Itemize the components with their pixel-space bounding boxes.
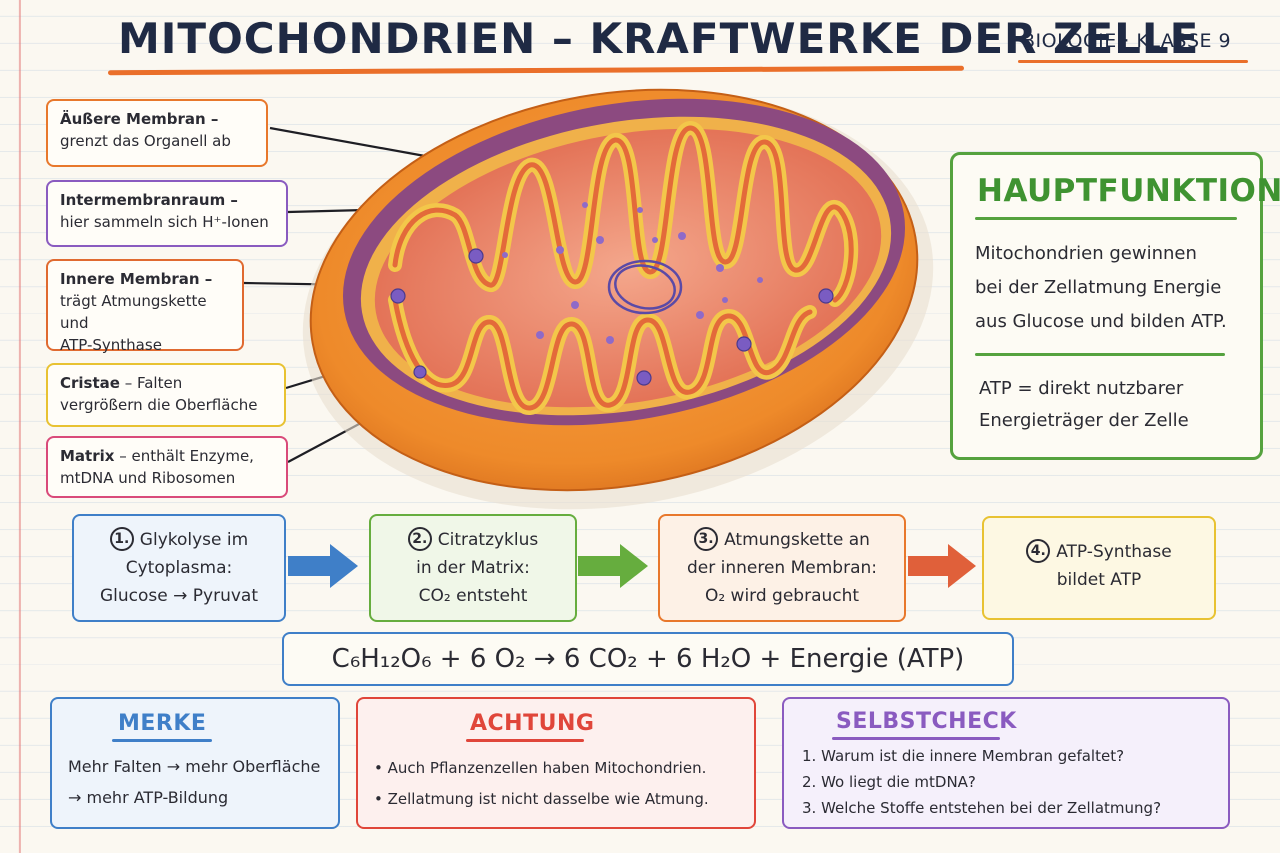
selbstcheck-title: Selbstcheck: [836, 709, 1017, 734]
step-number: 1.: [109, 527, 134, 551]
step-glycolysis: 1.Glykolyse im Cytoplasma: Glucose → Pyr…: [72, 514, 286, 622]
label-term-suffix: – Falten: [119, 374, 183, 392]
label-desc: grenzt das Organell ab: [60, 132, 231, 150]
label-term-suffix: – enthält Enzyme,: [114, 447, 254, 465]
list-item: 3. Welche Stoffe entstehen bei der Zella…: [802, 799, 1162, 817]
label-intermembrane-space: Intermembranraum – hier sammeln sich H⁺-…: [46, 180, 288, 247]
atp-synthase-particles: [390, 248, 834, 386]
step-arrow-3: [908, 544, 976, 588]
text-line: Energieträger der Zelle: [979, 410, 1189, 431]
ribosomes: [502, 202, 763, 344]
step-line: Glykolyse im: [139, 530, 249, 550]
label-desc: hier sammeln sich H⁺-Ionen: [60, 213, 269, 231]
label-term: Innere Membran –: [60, 270, 213, 288]
label-desc: mtDNA und Ribosomen: [60, 469, 236, 487]
step-line: Glucose → Pyruvat: [99, 586, 258, 606]
step-line: der inneren Membran:: [686, 558, 877, 578]
main-function-text: Mitochondrien gewinnen bei der Zellatmun…: [975, 237, 1250, 339]
achtung-box: Achtung • Auch Pflanzenzellen haben Mito…: [356, 697, 756, 829]
list-item: 1. Warum ist die innere Membran gefaltet…: [802, 747, 1125, 765]
text-line: → mehr ATP-Bildung: [68, 788, 229, 807]
step-line: in der Matrix:: [416, 558, 530, 578]
merke-title: Merke: [118, 711, 207, 736]
selbstcheck-list: 1. Warum ist die innere Membran gefaltet…: [802, 743, 1227, 821]
text-line: Mitochondrien gewinnen: [975, 243, 1197, 264]
achtung-title: Achtung: [470, 711, 595, 736]
list-item: • Zellatmung ist nicht dasselbe wie Atmu…: [374, 790, 709, 808]
step-arrow-2: [578, 544, 648, 588]
title-underline: [112, 739, 212, 742]
divider: [975, 353, 1225, 356]
selbstcheck-box: Selbstcheck 1. Warum ist die innere Memb…: [782, 697, 1230, 829]
cellular-respiration-equation: C₆H₁₂O₆ + 6 O₂ → 6 CO₂ + 6 H₂O + Energie…: [282, 632, 1014, 686]
label-term: Intermembranraum –: [60, 191, 238, 209]
atp-note: ATP = direkt nutzbarer Energieträger der…: [979, 373, 1254, 437]
label-term: Matrix: [60, 447, 115, 465]
subject-label: Biologie · Klasse 9: [1022, 30, 1232, 52]
subject-underline: [1018, 60, 1248, 63]
title-underline: [466, 739, 584, 742]
text-line: ATP = direkt nutzbarer: [979, 378, 1184, 399]
step-line: bildet ATP: [1056, 570, 1142, 590]
label-cristae: Cristae – Falten vergrößern die Oberfläc…: [46, 363, 286, 427]
step-line: Atmungskette an: [724, 530, 870, 550]
achtung-list: • Auch Pflanzenzellen haben Mitochondrie…: [374, 753, 754, 815]
text-line: bei der Zellatmung Energie: [975, 277, 1222, 298]
step-number: 3.: [694, 527, 719, 551]
label-matrix: Matrix – enthält Enzyme, mtDNA und Ribos…: [46, 436, 288, 498]
merke-box: Merke Mehr Falten → mehr Oberfläche → me…: [50, 697, 340, 829]
step-number: 4.: [1026, 539, 1051, 563]
cristae: [388, 121, 859, 415]
step-atp-synthase: 4.ATP-Synthase bildet ATP: [982, 516, 1216, 620]
step-line: Cytoplasma:: [125, 558, 233, 578]
label-desc: trägt Atmungskette und: [60, 292, 207, 332]
mtdna-ring: [607, 259, 683, 315]
label-term: Äußere Membran –: [60, 110, 219, 128]
title-underline: [832, 737, 1000, 740]
step-line: ATP-Synthase: [1056, 542, 1172, 562]
step-arrows: [288, 544, 976, 588]
text-line: Mehr Falten → mehr Oberfläche: [68, 757, 321, 776]
main-function-title: Hauptfunktion: [977, 173, 1280, 209]
main-function-box: Hauptfunktion Mitochondrien gewinnen bei…: [950, 152, 1280, 460]
step-line: CO₂ entsteht: [418, 586, 528, 606]
step-line: O₂ wird gebraucht: [704, 586, 860, 606]
merke-text: Mehr Falten → mehr Oberfläche → mehr ATP…: [68, 751, 338, 813]
label-inner-membrane: Innere Membran – trägt Atmungskette und …: [46, 259, 244, 354]
label-outer-membrane: Äußere Membran – grenzt das Organell ab: [46, 99, 268, 167]
step-number: 2.: [407, 527, 432, 551]
step-arrow-1: [288, 544, 358, 588]
mitochondrion: [302, 88, 934, 510]
title-underline: [975, 217, 1237, 220]
step-line: Citratzyklus: [437, 530, 539, 550]
text-line: aus Glucose und bilden ATP.: [975, 311, 1227, 332]
list-item: 2. Wo liegt die mtDNA?: [802, 773, 976, 791]
step-respiratory-chain: 3.Atmungskette an der inneren Membran: O…: [658, 514, 906, 622]
list-item: • Auch Pflanzenzellen haben Mitochondrie…: [374, 759, 707, 777]
label-desc: vergrößern die Oberfläche: [60, 396, 258, 414]
step-citric-acid-cycle: 2.Citratzyklus in der Matrix: CO₂ entste…: [369, 514, 577, 622]
label-desc: ATP-Synthase: [60, 336, 162, 354]
label-term: Cristae: [60, 374, 120, 392]
